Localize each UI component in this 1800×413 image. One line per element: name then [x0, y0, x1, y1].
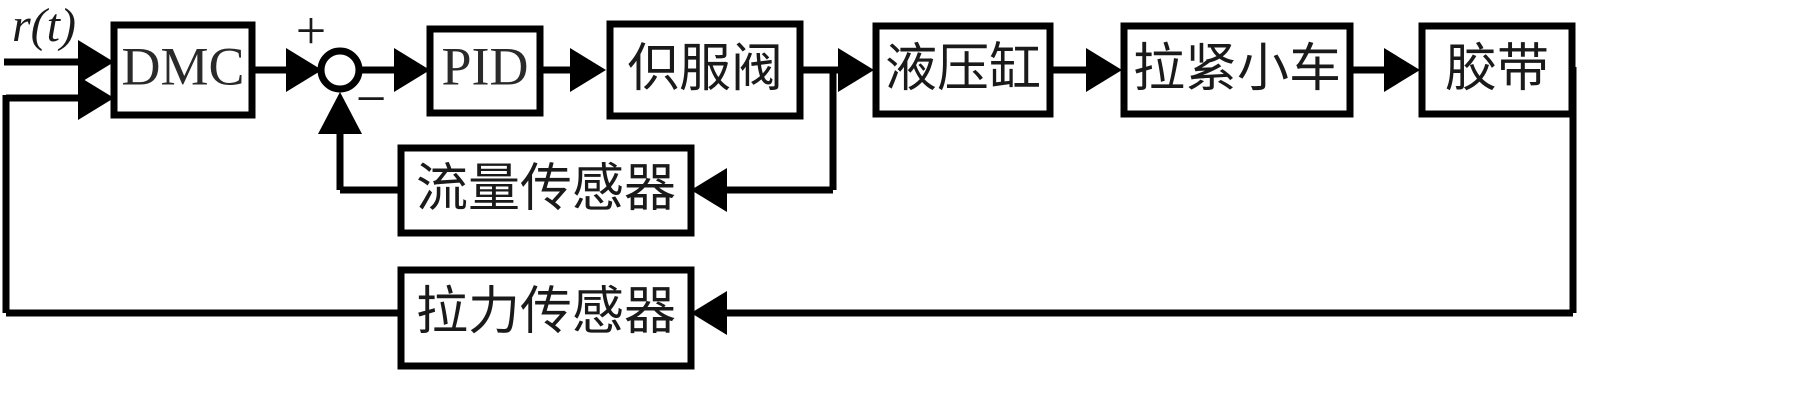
- wire-tension-car-to-belt: [1350, 48, 1420, 92]
- wire-sum-to-pid: [358, 48, 430, 92]
- wire-reference-input: [4, 40, 114, 84]
- arrowhead-sum-minus-input: [318, 92, 362, 134]
- arrowhead-dmc-input-upper: [78, 40, 114, 84]
- block-tension-car[interactable]: 拉紧小车: [1120, 22, 1354, 118]
- wire-hydraulic-cylinder-to-tension-car: [1050, 48, 1122, 92]
- reference-input-label: r(t): [12, 0, 76, 52]
- arrowhead-hydraulic-cylinder-input: [838, 48, 874, 92]
- block-tension-car-label: 拉紧小车: [1133, 39, 1341, 99]
- wire-pid-to-servo-valve: [540, 48, 606, 92]
- arrowhead-belt-input: [1384, 48, 1420, 92]
- block-dmc[interactable]: DMC: [110, 21, 256, 119]
- block-dmc-label: DMC: [121, 36, 244, 96]
- block-flow-sensor[interactable]: 流量传感器: [397, 144, 695, 237]
- arrowhead-dmc-input-lower: [78, 76, 114, 120]
- wire-tension-sensor-feedback: [2, 67, 1577, 335]
- arrowhead-flow-sensor-input: [691, 168, 727, 212]
- wire-dmc-to-sum: [252, 48, 322, 92]
- block-servo-valve-label: 伿服阀: [627, 39, 783, 99]
- block-flow-sensor-label: 流量传感器: [416, 159, 676, 219]
- block-pid[interactable]: PID: [426, 25, 544, 117]
- block-servo-valve[interactable]: 伿服阀: [606, 20, 804, 120]
- wire-servo-valve-to-hydraulic-cylinder: [800, 48, 874, 92]
- sum-plus-sign: +: [296, 0, 326, 60]
- block-belt-label: 胶带: [1445, 39, 1549, 99]
- block-hydraulic-cylinder-label: 液压缸: [885, 39, 1041, 99]
- arrowhead-servo-valve-input: [570, 48, 606, 92]
- block-belt[interactable]: 胶带: [1418, 22, 1576, 118]
- sum-minus-sign: −: [356, 68, 386, 128]
- arrowhead-pid-input: [394, 48, 430, 92]
- arrowhead-tension-car-input: [1086, 48, 1122, 92]
- summing-junction: [317, 47, 363, 93]
- wire-flow-sensor-feedback: [318, 67, 837, 212]
- arrowhead-tension-sensor-input: [691, 291, 727, 335]
- wire-feedback-into-dmc: [6, 76, 114, 120]
- block-tension-sensor[interactable]: 拉力传感器: [397, 266, 695, 370]
- arrowhead-sum-input: [286, 48, 322, 92]
- block-hydraulic-cylinder[interactable]: 液压缸: [872, 22, 1054, 118]
- block-pid-label: PID: [441, 36, 528, 96]
- block-tension-sensor-label: 拉力传感器: [416, 282, 676, 342]
